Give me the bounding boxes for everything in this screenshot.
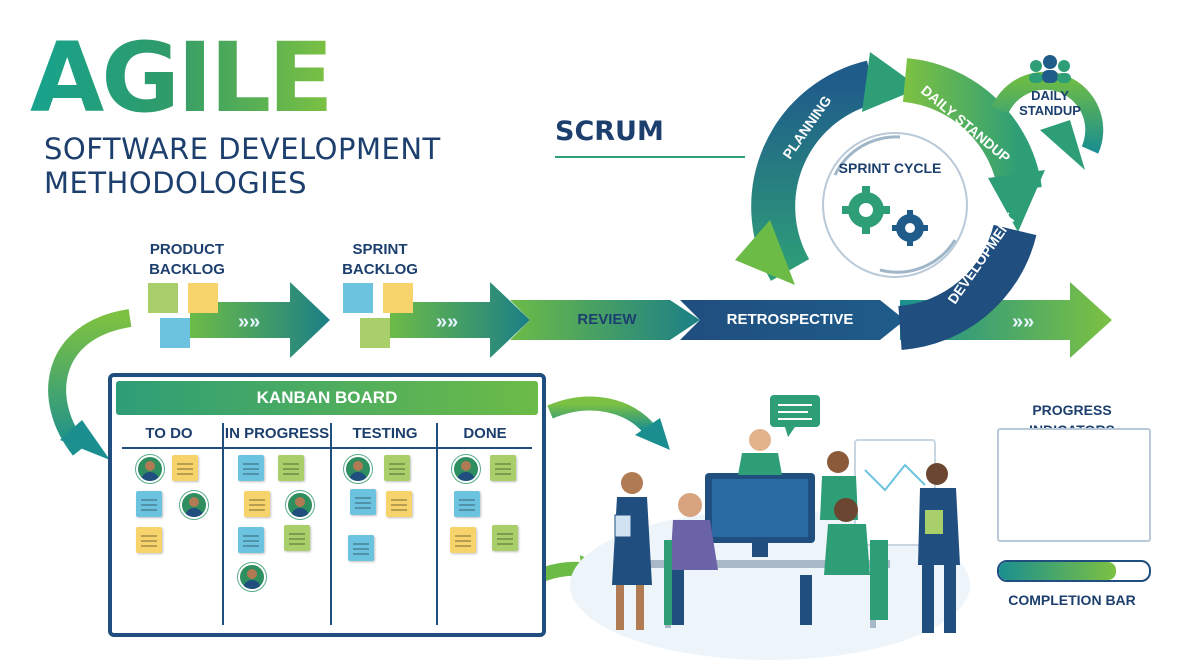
sticky-note[interactable] <box>384 455 410 481</box>
sticky-note[interactable] <box>136 527 162 553</box>
avatar <box>136 455 164 483</box>
avatar <box>452 455 480 483</box>
sticky-note[interactable] <box>450 527 476 553</box>
daily-standup-loop <box>991 71 1104 170</box>
product-backlog-label: PRODUCT BACKLOG <box>149 241 225 278</box>
kanban-divider <box>330 423 332 625</box>
completion-bar-fill <box>999 562 1116 580</box>
sticky-note[interactable] <box>284 525 310 551</box>
sticky-note[interactable] <box>238 527 264 553</box>
sticky-note[interactable] <box>172 455 198 481</box>
gear-icon <box>842 186 928 246</box>
sticky-note[interactable] <box>386 491 412 517</box>
avatar <box>344 455 372 483</box>
subtitle-line-1: SOFTWARE DEVELOPMENT <box>44 132 441 166</box>
sticky-note[interactable] <box>136 491 162 517</box>
kanban-column-in-progress: IN PROGRESS <box>224 425 330 442</box>
backlog-to-kanban-arrow <box>48 309 132 456</box>
retrospective-label: RETROSPECTIVE <box>726 311 854 328</box>
daily-standup-badge-label: DAILY STANDUP <box>1019 88 1081 118</box>
kanban-title: KANBAN BOARD <box>116 381 538 415</box>
people-icon <box>1029 55 1071 83</box>
kanban-board: KANBAN BOARD TO DO IN PROGRESS TESTING D… <box>108 373 546 637</box>
kanban-divider <box>222 423 224 625</box>
flow-arrow-2: »» <box>390 282 530 358</box>
completion-bar <box>997 560 1151 582</box>
sticky-note[interactable] <box>278 455 304 481</box>
kanban-header-divider <box>122 447 532 449</box>
flow-arrow-1: »» <box>190 282 330 358</box>
sprint-backlog-notes <box>343 283 413 348</box>
team-illustration <box>570 395 970 660</box>
page-title: AGILE <box>30 22 334 134</box>
avatar <box>238 563 266 591</box>
sticky-note[interactable] <box>454 491 480 517</box>
sticky-note[interactable] <box>244 491 270 517</box>
product-backlog-notes <box>148 283 218 348</box>
sticky-note[interactable] <box>348 535 374 561</box>
sticky-note[interactable] <box>492 525 518 551</box>
scrum-label: SCRUM <box>555 116 664 147</box>
kanban-column-todo: TO DO <box>145 425 193 442</box>
avatar <box>180 491 208 519</box>
sticky-note[interactable] <box>238 455 264 481</box>
completion-bar-label: COMPLETION BAR <box>1008 592 1136 608</box>
review-arrow <box>510 300 700 340</box>
review-label: REVIEW <box>577 311 637 328</box>
svg-text:»»: »» <box>1012 311 1034 333</box>
svg-text:»»: »» <box>238 311 260 333</box>
progress-chart <box>997 428 1151 542</box>
sprint-backlog-label: SPRINT BACKLOG <box>342 241 418 278</box>
sprint-cycle-label: SPRINT CYCLE <box>839 160 942 176</box>
kanban-column-testing: TESTING <box>352 425 418 442</box>
svg-text:»»: »» <box>436 311 458 333</box>
avatar <box>286 491 314 519</box>
sticky-note[interactable] <box>490 455 516 481</box>
sticky-note[interactable] <box>350 489 376 515</box>
kanban-to-team-arrow-top <box>547 396 656 435</box>
kanban-divider <box>436 423 438 625</box>
sprint-cycle-ring <box>735 52 1045 350</box>
kanban-column-done: DONE <box>463 425 507 442</box>
retrospective-arrow <box>680 300 905 340</box>
subtitle-line-2: METHODOLOGIES <box>44 166 308 200</box>
